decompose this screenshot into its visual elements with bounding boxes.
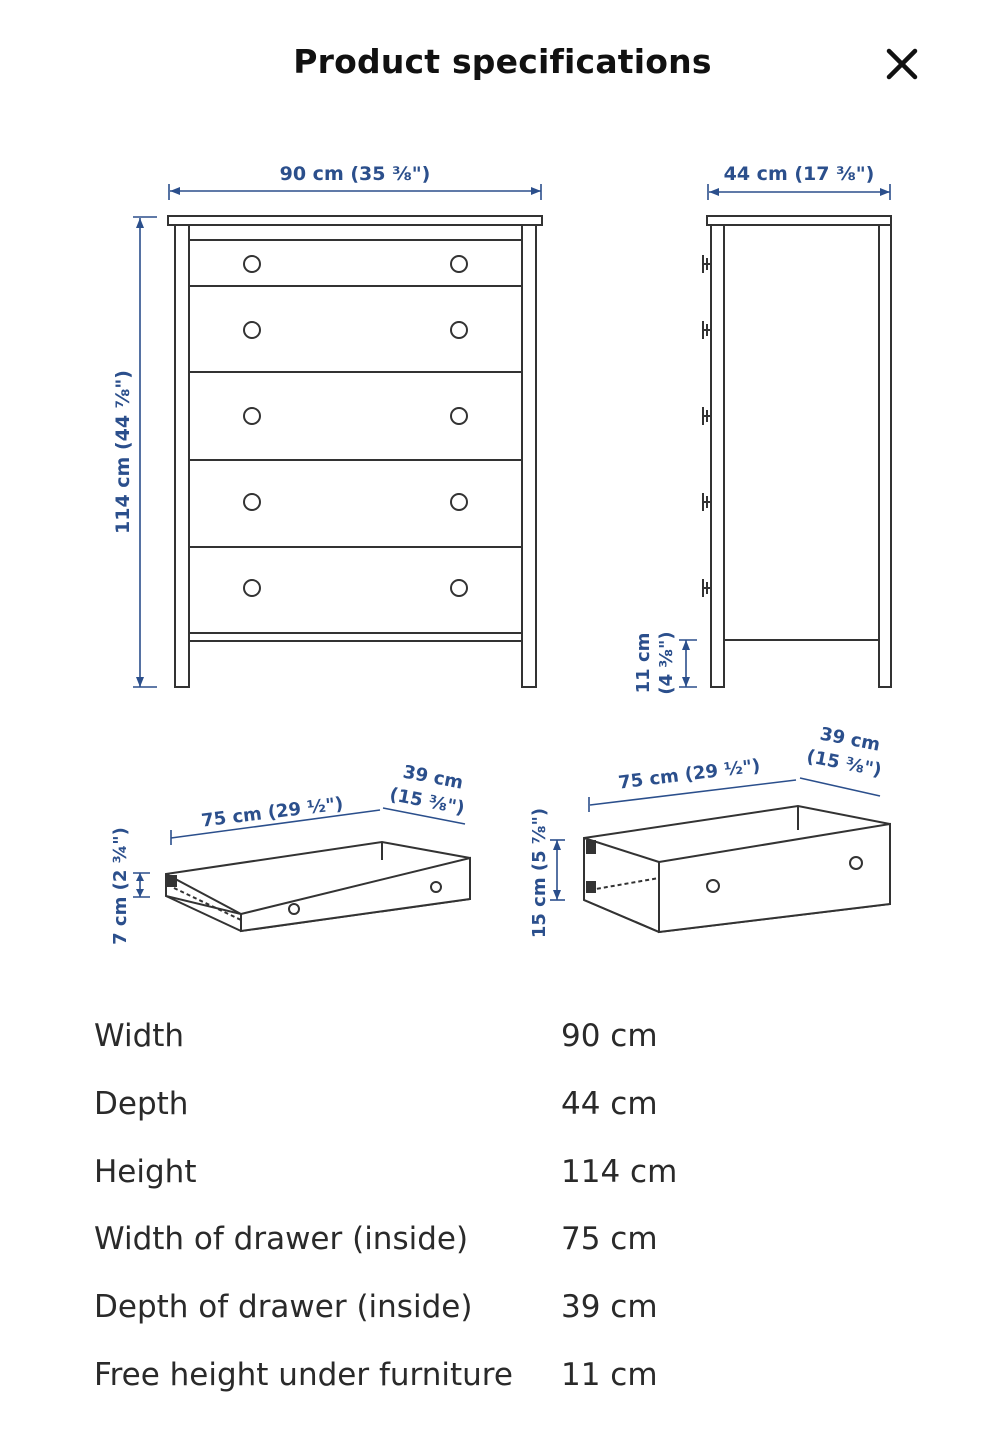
spec-label: Height — [94, 1154, 197, 1190]
spec-label: Width of drawer (inside) — [94, 1221, 469, 1257]
large-drawer-width-label: 75 cm (29 ½") — [617, 755, 761, 793]
spec-row-height: Height 114 cm — [94, 1154, 944, 1214]
spec-row-depth: Depth 44 cm — [94, 1086, 944, 1146]
spec-value: 75 cm — [561, 1221, 658, 1257]
page-title: Product specifications — [293, 42, 712, 81]
side-depth-label: 44 cm (17 ⅜") — [724, 163, 875, 185]
spec-row-drawer-width: Width of drawer (inside) 75 cm — [94, 1221, 944, 1281]
large-drawer-height-label: 15 cm (5 ⅞") — [529, 808, 550, 938]
spec-value: 90 cm — [561, 1018, 658, 1054]
spec-row-drawer-depth: Depth of drawer (inside) 39 cm — [94, 1289, 944, 1349]
spec-label: Depth of drawer (inside) — [94, 1289, 473, 1325]
dimension-diagram: 90 cm (35 ⅜") 114 cm (44 ⅞") 44 cm (17 ⅜… — [0, 140, 1005, 970]
clearance-label-2: (4 ⅜") — [656, 631, 677, 694]
small-drawer-width-label: 75 cm (29 ½") — [200, 793, 344, 831]
front-view-dresser — [167, 215, 543, 688]
modal-header: Product specifications — [0, 0, 1005, 130]
spec-label: Width — [94, 1018, 185, 1054]
spec-value: 44 cm — [561, 1086, 658, 1122]
small-drawer-drawing — [165, 840, 471, 933]
close-button[interactable] — [880, 42, 924, 86]
front-height-label: 114 cm (44 ⅞") — [112, 370, 134, 534]
dimension-drawing: 90 cm (35 ⅜") 114 cm (44 ⅞") 44 cm (17 ⅜… — [110, 163, 892, 945]
spec-label: Depth — [94, 1086, 189, 1122]
spec-row-free-height: Free height under furniture 11 cm — [94, 1357, 944, 1417]
small-drawer-height-label: 7 cm (2 ¾") — [110, 827, 131, 945]
spec-label: Free height under furniture — [94, 1357, 513, 1393]
spec-row-width: Width 90 cm — [94, 1018, 944, 1078]
spec-value: 39 cm — [561, 1289, 658, 1325]
close-icon — [886, 48, 918, 80]
large-drawer-drawing — [583, 804, 891, 934]
clearance-label-1: 11 cm — [633, 633, 654, 694]
front-width-label: 90 cm (35 ⅜") — [280, 163, 431, 185]
spec-value: 114 cm — [561, 1154, 678, 1190]
side-view-dresser — [702, 215, 892, 688]
spec-value: 11 cm — [561, 1357, 658, 1393]
